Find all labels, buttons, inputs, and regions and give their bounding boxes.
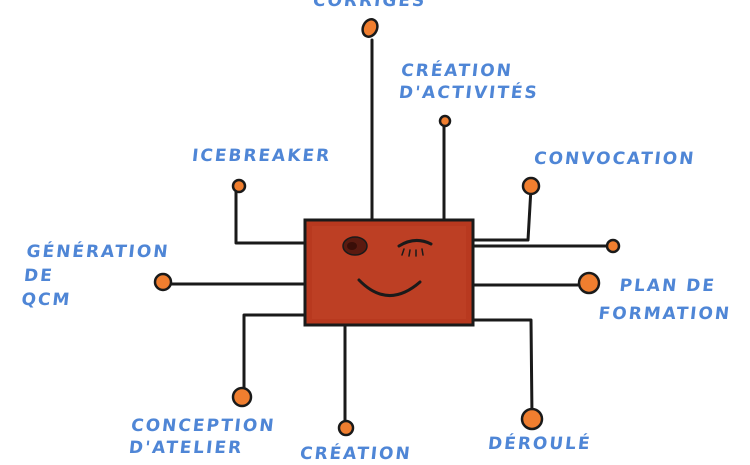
node-right-top: [605, 238, 621, 254]
label-plan-formation: PLAN DE FORMATION: [597, 276, 733, 324]
label-creation-bottom: CRÉATION: [298, 444, 413, 464]
label-convocation: CONVOCATION: [532, 149, 697, 169]
nodes: [153, 18, 621, 437]
node-plan-formation: [577, 271, 601, 295]
node-deroule: [520, 407, 544, 431]
node-icebreaker: [231, 178, 247, 194]
node-convocation: [521, 176, 541, 196]
label-corriges: CORRIGÉS: [311, 0, 428, 11]
chip-wink-eye-icon: [397, 239, 433, 248]
wire-conception-atelier: [242, 313, 308, 397]
node-creation-bottom: [337, 419, 355, 437]
node-conception-atelier: [231, 386, 253, 408]
node-creation-activites: [438, 114, 452, 128]
label-deroule: DÉROULÉ: [486, 434, 593, 454]
wire-convocation: [471, 186, 533, 242]
chip-texture: [312, 226, 466, 319]
wire-deroule: [471, 318, 534, 419]
chip: [303, 218, 475, 327]
chip-body: [303, 218, 475, 327]
label-conception-atelier: CONCEPTION D'ATELIER: [127, 416, 277, 458]
chip-smile-icon: [357, 278, 422, 297]
node-generation-qcm: [153, 272, 173, 292]
label-generation-qcm: GÉNÉRATION DE QCM: [20, 242, 171, 310]
label-icebreaker: ICEBREAKER: [190, 146, 333, 166]
wire-icebreaker: [234, 186, 308, 245]
node-corriges: [361, 18, 379, 38]
wires: [163, 38, 615, 428]
label-creation-activites: CRÉATION D'ACTIVITÉS: [397, 61, 540, 103]
